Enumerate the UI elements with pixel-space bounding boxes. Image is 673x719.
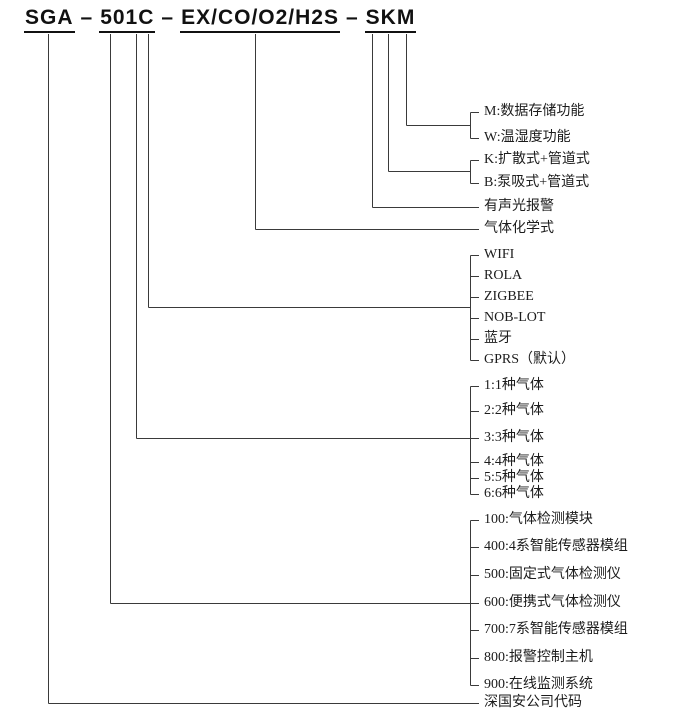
legend-item-series-600: 600:便携式气体检测仪 <box>484 595 621 610</box>
legend-item-bluetooth: 蓝牙 <box>484 331 512 346</box>
model-code-suffix: SKM <box>364 6 417 33</box>
legend-item-series-500: 500:固定式气体检测仪 <box>484 567 621 582</box>
legend-item-gas-count-3: 3:3种气体 <box>484 430 544 445</box>
legend-item-rola: ROLA <box>484 268 523 283</box>
legend-item-alarm: 有声光报警 <box>484 199 554 214</box>
legend-item-gas-formula: 气体化学式 <box>484 221 554 236</box>
legend-item-series-400: 400:4系智能传感器模组 <box>484 539 628 554</box>
legend-item-storage-m: M:数据存储功能 <box>484 104 585 119</box>
dash-separator: – <box>161 6 175 29</box>
horizontal-connectors <box>48 125 479 704</box>
legend-item-series-100: 100:气体检测模块 <box>484 512 593 527</box>
legend-item-nob-lot: NOB-LOT <box>484 310 546 325</box>
model-code-series: 501C <box>99 6 156 33</box>
legend-item-gas-count-1: 1:1种气体 <box>484 378 544 393</box>
legend-item-series-700: 700:7系智能传感器模组 <box>484 622 628 637</box>
legend-item-zigbee: ZIGBEE <box>484 289 534 304</box>
dash-separator: – <box>80 6 94 29</box>
legend-item-gas-count-5: 5:5种气体 <box>484 470 544 485</box>
legend-item-humidity-w: W:温湿度功能 <box>484 130 571 145</box>
label-ticks <box>470 112 479 686</box>
legend-item-diffusion-k: K:扩散式+管道式 <box>484 152 590 167</box>
legend-item-gas-count-2: 2:2种气体 <box>484 403 544 418</box>
model-code-gases: EX/CO/O2/H2S <box>180 6 340 33</box>
legend-item-series-800: 800:报警控制主机 <box>484 650 593 665</box>
model-code: SGA–501C–EX/CO/O2/H2S–SKM <box>24 6 417 33</box>
legend-item-wifi: WIFI <box>484 247 515 262</box>
legend-item-pump-b: B:泵吸式+管道式 <box>484 175 590 190</box>
legend-item-gprs: GPRS（默认） <box>484 352 576 367</box>
legend-item-series-900: 900:在线监测系统 <box>484 677 593 692</box>
drop-lines <box>48 34 407 704</box>
model-code-company: SGA <box>24 6 75 33</box>
legend-item-gas-count-6: 6:6种气体 <box>484 486 544 501</box>
legend-item-gas-count-4: 4:4种气体 <box>484 454 544 469</box>
legend-item-company: 深国安公司代码 <box>484 695 582 710</box>
dash-separator: – <box>345 6 359 29</box>
